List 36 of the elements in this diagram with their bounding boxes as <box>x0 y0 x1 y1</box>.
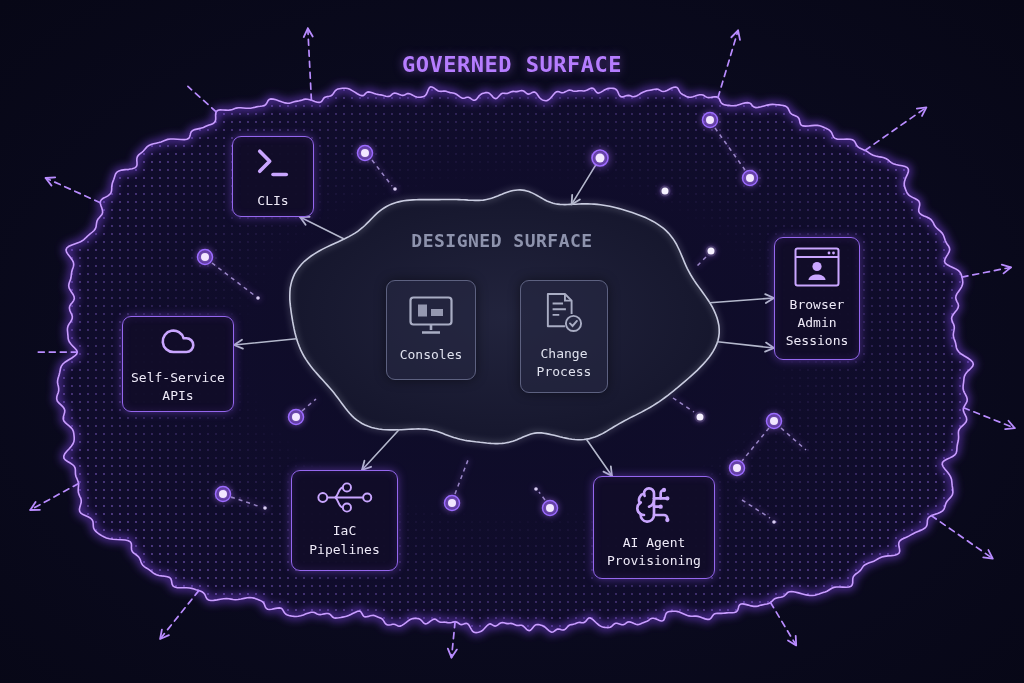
dashed-arrow <box>446 620 458 659</box>
arrow <box>570 164 597 206</box>
card-label: Consoles <box>399 345 463 364</box>
card-label: IaC Pipelines <box>308 522 381 559</box>
icon-card <box>232 136 314 217</box>
dashed-arrow <box>302 27 314 102</box>
region-title: DESIGNED SURFACE <box>411 230 593 252</box>
icon-card <box>386 280 476 380</box>
dashed-arrow <box>159 589 200 640</box>
dashed-arrow <box>930 514 994 560</box>
dashed-arrow <box>962 406 1016 431</box>
card-label: CLIs <box>257 191 289 210</box>
icon-card <box>593 476 715 579</box>
arrow <box>361 429 400 471</box>
card-label: AI Agent Provisioning <box>606 533 702 570</box>
card-label: Change Process <box>535 344 593 381</box>
dashed-arrow <box>29 482 80 511</box>
card-label: Self-Service APIs <box>130 368 226 405</box>
region-title: GOVERNED SURFACE <box>402 52 622 78</box>
dashed-arrow <box>961 263 1012 278</box>
glowing-dot <box>591 149 609 167</box>
icon-card <box>774 237 860 360</box>
icon-card <box>291 470 398 571</box>
dashed-arrow <box>44 176 102 204</box>
card-label: Browser Admin Sessions <box>784 295 850 351</box>
dashed-arrow <box>717 29 741 99</box>
dashed-line <box>187 85 218 113</box>
arrow <box>716 341 775 353</box>
dashed-arrow <box>864 106 928 152</box>
icon-card <box>122 316 234 412</box>
arrow <box>299 215 345 240</box>
arrow <box>233 337 298 350</box>
dashed-line <box>36 351 79 353</box>
dashed-arrow <box>769 601 798 647</box>
arrow <box>585 438 613 477</box>
icon-card <box>520 280 608 393</box>
